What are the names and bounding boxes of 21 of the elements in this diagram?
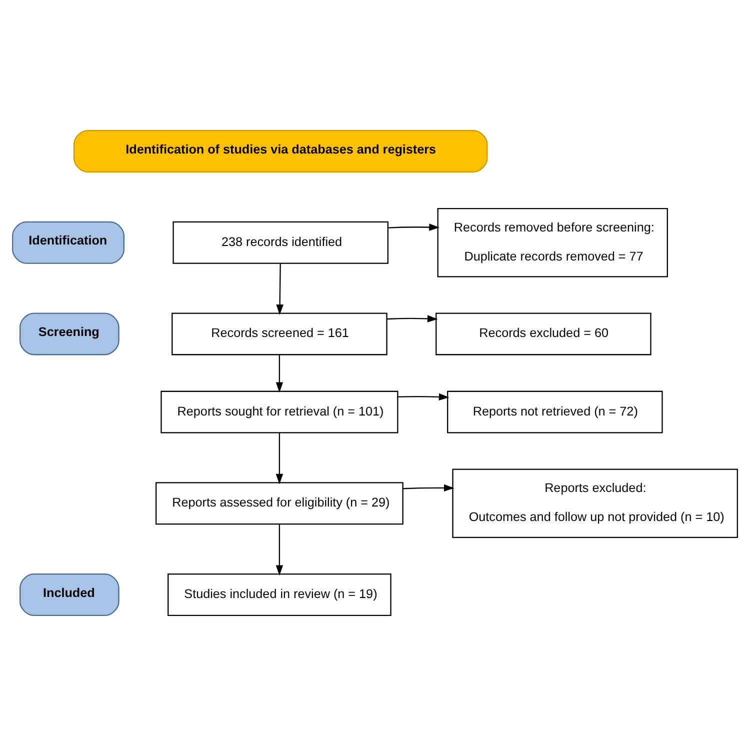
node-box: Identification xyxy=(12,221,124,264)
arrow xyxy=(403,484,454,492)
arrow xyxy=(276,432,284,484)
arrow xyxy=(276,264,284,315)
node-box: Included xyxy=(19,574,120,616)
node-box: Reports assessed for eligibility (n = 29) xyxy=(156,482,404,525)
arrow xyxy=(387,315,438,322)
node-box: Reports excluded: Outcomes and follow up not provided (n = 10) xyxy=(452,468,738,538)
node-box: Records excluded = 60 xyxy=(436,312,652,356)
node-box: Records removed before screening: Duplicate records removed = 77 xyxy=(437,208,668,278)
arrow xyxy=(276,355,284,393)
arrow xyxy=(388,224,440,231)
node-box: Reports sought for retrieval (n = 101) xyxy=(160,390,398,434)
node-box: Screening xyxy=(19,312,120,356)
node-box: Reports not retrieved (n = 72) xyxy=(447,390,663,434)
arrow xyxy=(276,524,284,576)
node-box: 238 records identified xyxy=(172,221,388,264)
node-box: Identification of studies via databases and registers xyxy=(73,130,488,172)
node-box: Records screened = 161 xyxy=(172,312,388,356)
arrow xyxy=(398,393,450,401)
node-box: Studies included in review (n = 19) xyxy=(168,574,392,616)
